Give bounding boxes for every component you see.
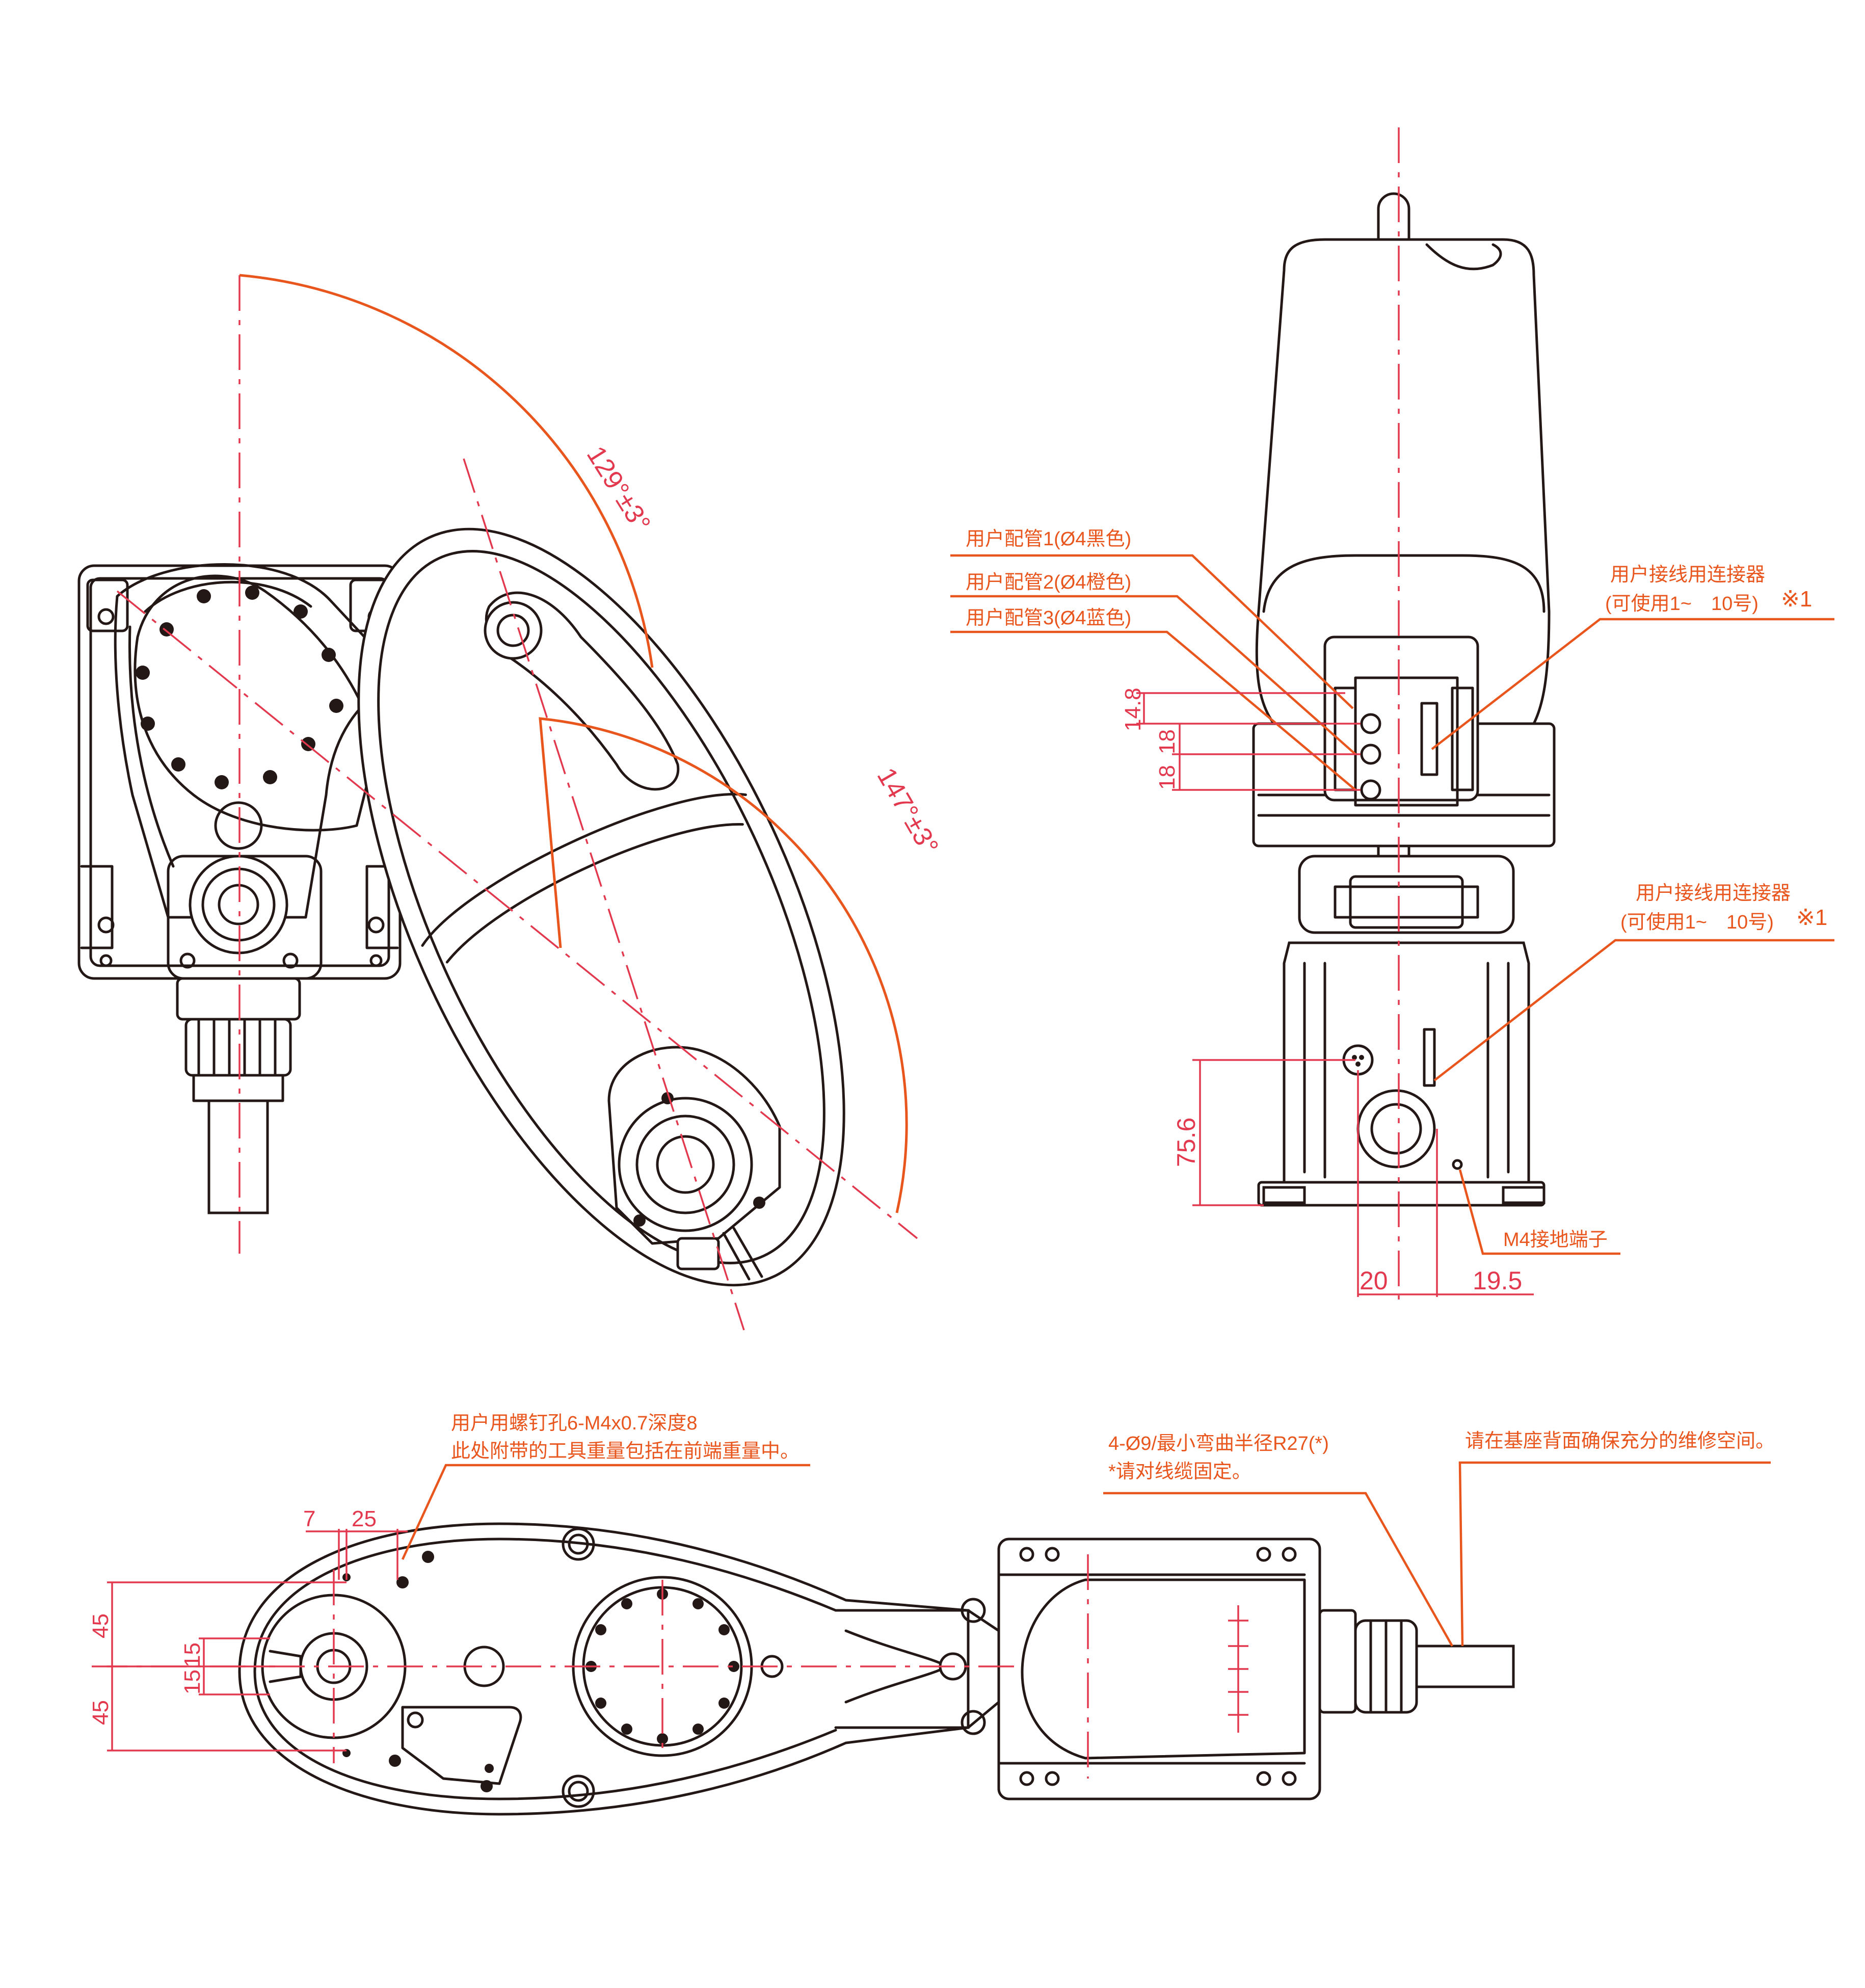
screw-note-line1: 用户用螺钉孔6-M4x0.7深度8 bbox=[451, 1413, 698, 1434]
connector-pins bbox=[1228, 1605, 1248, 1733]
connector-bottom-leader bbox=[1433, 939, 1834, 1081]
angle-joint2-label: 147°±3° bbox=[871, 763, 944, 860]
arm2 bbox=[357, 527, 845, 1287]
dim-15-a: 15 bbox=[180, 1642, 205, 1667]
angle-joint1-label: 129°±3° bbox=[581, 441, 656, 537]
joint-disk-holes bbox=[585, 1588, 739, 1744]
rotation-range-view: 129°±3° 147°±3° bbox=[77, 274, 944, 1331]
connector-top-line2: (可使用1~ 10号) bbox=[1605, 593, 1759, 615]
screw-note-line2: 此处附带的工具重量包括在前端重量中。 bbox=[451, 1441, 800, 1462]
dim-45-a: 45 bbox=[88, 1613, 113, 1638]
connector-top-mark: ※1 bbox=[1781, 587, 1812, 612]
maintenance-note-leader bbox=[1458, 1461, 1771, 1647]
pipe2-leader bbox=[950, 595, 1356, 755]
pipe1-label: 用户配管1(Ø4黑色) bbox=[966, 528, 1131, 550]
dim-75-6: 75.6 bbox=[1172, 1118, 1201, 1167]
connector-top-leader bbox=[1431, 618, 1834, 750]
joint2-range-arc bbox=[539, 717, 908, 1213]
cable-note-line1: 4-Ø9/最小弯曲半径R27(*) bbox=[1108, 1433, 1329, 1454]
dim-20: 20 bbox=[1360, 1266, 1388, 1295]
top-view: 45 45 15 15 7 25 用户用螺钉孔6-M4x0.7深度8 此处附带的… bbox=[88, 1413, 1775, 1816]
pipe3-leader bbox=[950, 630, 1356, 791]
ground-terminal-label: M4接地端子 bbox=[1503, 1229, 1608, 1251]
joint1-range-arc bbox=[239, 274, 654, 668]
connector-top-line1: 用户接线用连接器 bbox=[1610, 564, 1765, 586]
dim-14-8: 14.8 bbox=[1121, 687, 1145, 731]
dim-25: 25 bbox=[352, 1506, 377, 1531]
connector-bottom-mark: ※1 bbox=[1796, 905, 1827, 930]
dim-45-b: 45 bbox=[88, 1700, 113, 1725]
ground-terminal-leader bbox=[1458, 1169, 1620, 1255]
screw-note-leader bbox=[401, 1464, 810, 1560]
dim-18-a: 18 bbox=[1155, 729, 1180, 754]
pipe3-label: 用户配管3(Ø4蓝色) bbox=[966, 607, 1131, 629]
dim-19-5: 19.5 bbox=[1473, 1266, 1522, 1295]
dim-7: 7 bbox=[303, 1506, 315, 1531]
base-housing bbox=[77, 563, 404, 1214]
connector-bottom-line1: 用户接线用连接器 bbox=[1636, 883, 1791, 904]
cable-note-leader bbox=[1103, 1492, 1453, 1647]
dim-15-b: 15 bbox=[180, 1669, 205, 1694]
maintenance-note: 请在基座背面确保充分的维修空间。 bbox=[1465, 1430, 1775, 1452]
connector-bottom-line2: (可使用1~ 10号) bbox=[1620, 912, 1774, 933]
side-elevation-view: 用户配管1(Ø4黑色) 用户配管2(Ø4橙色) 用户配管3(Ø4蓝色) 用户接线… bbox=[950, 127, 1834, 1300]
cable-note-line2: *请对线缆固定。 bbox=[1108, 1461, 1251, 1482]
pipe2-label: 用户配管2(Ø4橙色) bbox=[966, 572, 1131, 593]
pipe1-leader bbox=[950, 554, 1354, 709]
dim-18-b: 18 bbox=[1155, 765, 1180, 790]
